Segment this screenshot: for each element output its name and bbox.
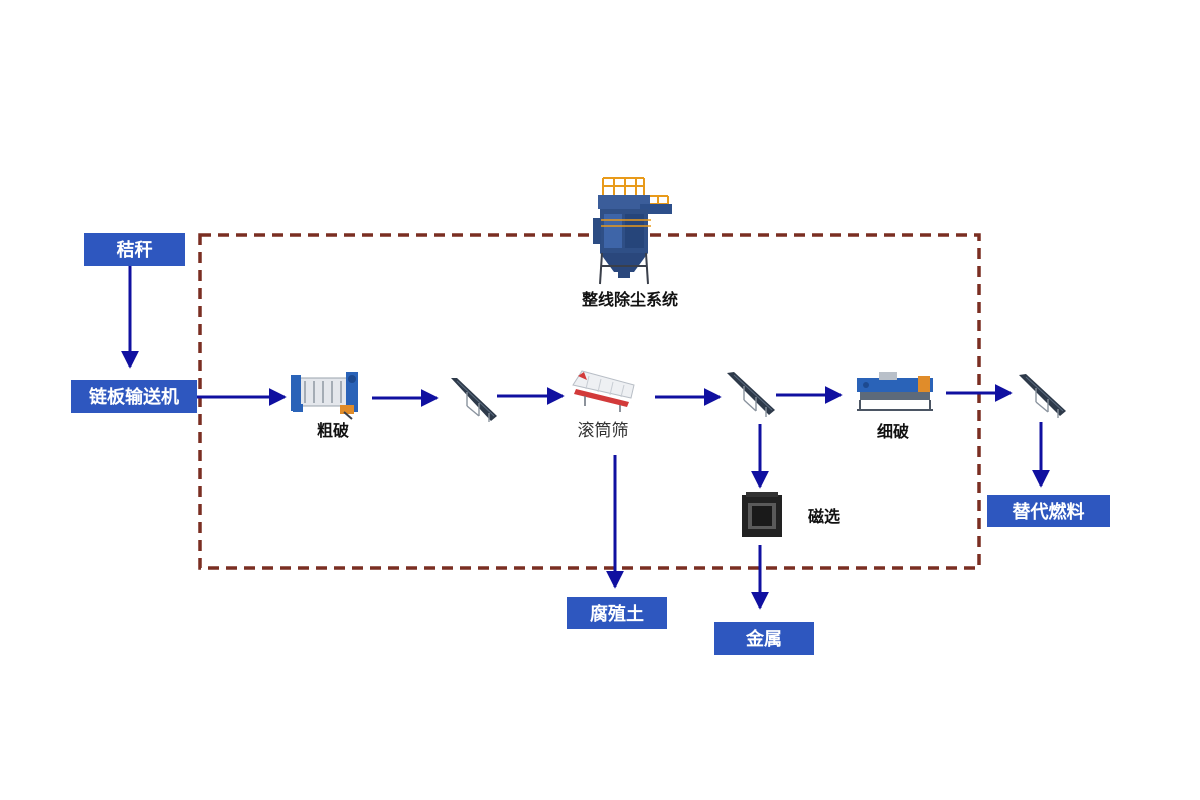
- box-metal: 金属: [714, 622, 814, 655]
- box-alt-fuel-label: 替代燃料: [1013, 501, 1085, 523]
- box-straw-label: 秸秆: [117, 239, 153, 261]
- fine-crusher-icon: [857, 372, 933, 411]
- belt-conveyor-2-icon: [727, 372, 775, 417]
- box-straw: 秸秆: [84, 233, 185, 266]
- box-alt-fuel: 替代燃料: [987, 495, 1110, 527]
- fine-crush-label: 细破: [877, 422, 909, 441]
- belt-conveyor-1-icon: [451, 378, 497, 422]
- flow-arrows: [121, 266, 1050, 610]
- box-chain-conveyor: 链板输送机: [71, 380, 197, 413]
- coarse-crush-label: 粗破: [317, 421, 349, 440]
- drum-screen-icon: [572, 370, 635, 412]
- dust-system-label: 整线除尘系统: [581, 290, 678, 309]
- dust-collector-icon: [593, 177, 672, 285]
- processing-area-boundary: [198, 233, 981, 570]
- belt-conveyor-3-icon: [1019, 374, 1066, 418]
- box-humus: 腐殖土: [567, 597, 667, 629]
- box-metal-label: 金属: [745, 628, 782, 650]
- magnetic-separator-icon: [742, 492, 782, 537]
- box-humus-label: 腐殖土: [590, 603, 644, 625]
- magnetic-label: 磁选: [808, 507, 840, 526]
- drum-screen-label: 滚筒筛: [578, 421, 629, 441]
- box-chain-conveyor-label: 链板输送机: [89, 386, 179, 408]
- coarse-crusher-icon: [291, 372, 358, 420]
